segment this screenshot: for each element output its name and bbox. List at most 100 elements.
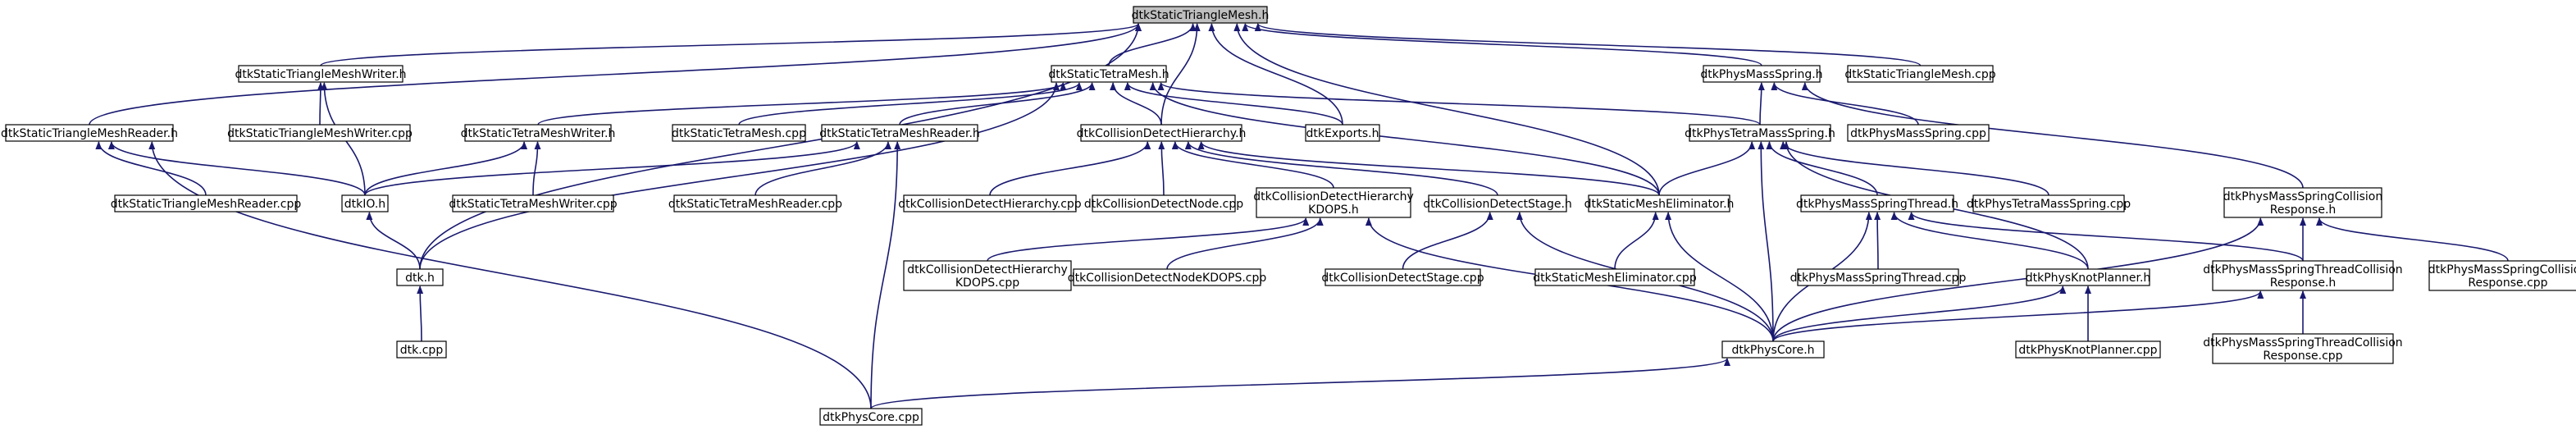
file-node-cds-cpp[interactable]: dtkCollisionDetectStage.cpp <box>1321 268 1484 286</box>
file-node-mstcr-cpp[interactable]: dtkPhysMassSpringThreadCollisionResponse… <box>2203 333 2403 364</box>
file-node-ttw-cpp[interactable]: dtkStaticTetraMeshWriter.cpp <box>449 194 618 212</box>
file-node-label: dtkExports.h <box>1306 127 1379 140</box>
file-node-tmw-h[interactable]: dtkStaticTriangleMeshWriter.h <box>235 65 407 83</box>
file-node-kp-h[interactable]: dtkPhysKnotPlanner.h <box>2026 268 2151 286</box>
edge-mst-h-to-tms-h <box>1766 141 1878 196</box>
file-node-label: dtkPhysKnotPlanner.cpp <box>2018 344 2157 357</box>
edge-tms-h-to-spring-h <box>1758 82 1765 126</box>
file-node-box <box>903 260 1072 291</box>
file-node-ttw-h[interactable]: dtkStaticTetraMeshWriter.h <box>461 124 616 142</box>
file-node-box <box>396 340 447 359</box>
file-node-box <box>1256 187 1411 218</box>
file-node-spring-cpp[interactable]: dtkPhysMassSpring.cpp <box>1847 124 1990 142</box>
edge-tmw-h-to-root <box>320 23 1142 66</box>
edge-cdhk-h-to-cdh-h <box>1171 141 1334 189</box>
edge-sme-h-to-tetra-h <box>1149 82 1660 196</box>
edge-io-h-to-ttw-h <box>364 141 528 196</box>
file-node-box <box>1689 124 1831 142</box>
file-node-box <box>1847 65 1994 83</box>
edge-ttw-cpp-to-ttw-h <box>532 141 541 196</box>
file-node-label: dtkCollisionDetectStage.cpp <box>1321 272 1484 285</box>
file-node-label: dtkPhysMassSpringThreadCollision <box>2203 263 2402 276</box>
file-node-box <box>1800 194 1954 212</box>
file-node-tmr-cpp[interactable]: dtkStaticTriangleMeshReader.cpp <box>111 194 302 212</box>
file-node-label: dtkPhysMassSpring.cpp <box>1850 127 1986 140</box>
file-node-tms-cpp[interactable]: dtkPhysTetraMassSpring.cpp <box>1967 194 2131 212</box>
file-node-sme-h[interactable]: dtkStaticMeshEliminator.h <box>1584 194 1735 212</box>
file-node-cdh-cpp[interactable]: dtkCollisionDetectHierarchy.cpp <box>898 194 1082 212</box>
file-node-box <box>1092 194 1236 212</box>
file-node-io-h[interactable]: dtkIO.h <box>341 194 389 212</box>
file-node-core-h[interactable]: dtkPhysCore.h <box>1721 340 1825 359</box>
file-node-sme-cpp[interactable]: dtkStaticMeshEliminator.cpp <box>1533 268 1697 286</box>
file-node-cds-h[interactable]: dtkCollisionDetectStage.h <box>1423 194 1572 212</box>
file-node-label: dtkPhysCore.h <box>1731 344 1814 357</box>
file-node-mst-h[interactable]: dtkPhysMassSpringThread.h <box>1796 194 1958 212</box>
file-node-cdnk-cpp[interactable]: dtkCollisionDetectNodeKDOPS.cpp <box>1068 268 1267 286</box>
edge-core-h-to-sme-h <box>1665 212 1774 342</box>
file-node-mstcr-h[interactable]: dtkPhysMassSpringThreadCollisionResponse… <box>2203 260 2403 291</box>
file-node-tetra-cpp[interactable]: dtkStaticTetraMesh.cpp <box>672 124 806 142</box>
file-node-box <box>396 268 444 286</box>
file-node-box <box>1305 124 1380 142</box>
edge-tms-h-to-tetra-h <box>1157 82 1761 126</box>
file-node-tmr-h[interactable]: dtkStaticTriangleMeshReader.h <box>1 124 178 142</box>
edge-mscr-h-to-spring-h <box>1801 82 2304 189</box>
file-node-label: dtkPhysMassSpringCollision <box>2428 263 2576 276</box>
edge-cdnk-cpp-to-cdhk-h <box>1166 217 1324 270</box>
edge-cds-cpp-to-cds-h <box>1402 212 1493 270</box>
edge-tmw-cpp-to-tmw-h <box>317 82 324 126</box>
file-node-box <box>2015 340 2161 359</box>
file-node-label: dtk.h <box>405 272 435 285</box>
file-node-core-cpp[interactable]: dtkPhysCore.cpp <box>819 408 923 426</box>
file-node-label: Response.h <box>2270 276 2337 290</box>
file-node-box <box>1080 124 1242 142</box>
edge-core-cpp-to-tmr-h <box>148 141 872 409</box>
edge-kp-h-to-mst-h <box>1890 212 2089 270</box>
edge-ttw-h-to-tetra-h <box>537 82 1067 126</box>
file-node-box <box>672 124 806 142</box>
file-node-ttr-cpp[interactable]: dtkStaticTetraMeshReader.cpp <box>668 194 842 212</box>
file-node-label: dtkCollisionDetectHierarchy.h <box>1077 127 1247 140</box>
file-node-root[interactable]: dtkStaticTriangleMesh.h <box>1132 6 1270 24</box>
file-node-kp-cpp[interactable]: dtkPhysKnotPlanner.cpp <box>2015 340 2161 359</box>
file-node-box <box>2428 260 2576 291</box>
file-nodes: dtkStaticTriangleMesh.h dtkStaticTriangle… <box>1 6 2576 426</box>
edge-spring-cpp-to-spring-h <box>1771 82 1919 126</box>
file-node-box <box>1428 194 1567 212</box>
file-node-exports-h[interactable]: dtkExports.h <box>1305 124 1380 142</box>
file-node-ttr-h[interactable]: dtkStaticTetraMeshReader.h <box>819 124 980 142</box>
file-node-tms-h[interactable]: dtkPhysTetraMassSpring.h <box>1685 124 1835 142</box>
file-node-label: KDOPS.cpp <box>955 276 1019 290</box>
edge-sme-h-to-tms-h <box>1658 141 1756 196</box>
file-node-dtk-cpp[interactable]: dtk.cpp <box>396 340 447 359</box>
file-node-label: dtkPhysMassSpring.h <box>1700 68 1822 81</box>
file-node-spring-h[interactable]: dtkPhysMassSpring.h <box>1700 65 1823 83</box>
edge-dtk-h-to-root <box>419 23 1142 270</box>
file-node-tmw-cpp[interactable]: dtkStaticTriangleMeshWriter.cpp <box>227 124 413 142</box>
file-node-cdh-h[interactable]: dtkCollisionDetectHierarchy.h <box>1077 124 1247 142</box>
edge-io-h-to-tmr-h <box>107 141 366 196</box>
file-node-tri-cpp[interactable]: dtkStaticTriangleMesh.cpp <box>1844 65 1996 83</box>
edge-exports-h-to-root <box>1208 23 1343 126</box>
file-node-dtk-h[interactable]: dtk.h <box>396 268 444 286</box>
file-node-tetra-h[interactable]: dtkStaticTetraMesh.h <box>1048 65 1169 83</box>
file-node-mst-cpp[interactable]: dtkPhysMassSpringThread.cpp <box>1790 268 1967 286</box>
file-node-label: Response.h <box>2270 203 2337 217</box>
edge-core-h-to-mscr-h <box>1772 217 2264 342</box>
file-node-label: dtkPhysCore.cpp <box>823 411 919 424</box>
edge-dtk-cpp-to-dtk-h <box>417 286 424 342</box>
file-node-box <box>229 124 411 142</box>
file-node-box <box>114 194 298 212</box>
file-node-box <box>821 124 978 142</box>
file-node-label: dtkStaticMeshEliminator.h <box>1584 198 1735 211</box>
file-node-label: dtkPhysKnotPlanner.h <box>2026 272 2151 285</box>
file-node-cdn-cpp[interactable]: dtkCollisionDetectNode.cpp <box>1084 194 1243 212</box>
file-node-label: dtkPhysMassSpringThread.cpp <box>1790 272 1967 285</box>
edge-sme-h-to-cdh-h <box>1197 141 1660 196</box>
